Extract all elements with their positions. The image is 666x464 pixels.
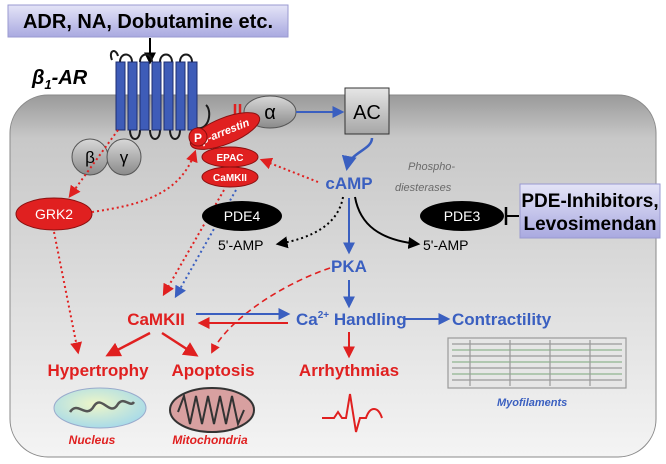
nucleus-graphic (53, 387, 147, 429)
inhibitors-line1: PDE-Inhibitors, (521, 191, 658, 212)
apoptosis-label: Apoptosis (171, 361, 254, 380)
pde4-oval (202, 201, 282, 231)
receptor-to-grk2-arrow (68, 129, 119, 198)
pka-label: PKA (331, 257, 367, 276)
arrhythmias-label: Arrhythmias (299, 361, 399, 380)
receptor-label: β1-AR (31, 67, 88, 92)
camkii-small-oval (201, 166, 259, 188)
camp-label: cAMP (325, 174, 372, 193)
phospho-p-label: P (194, 131, 202, 145)
agonist-label: ADR, NA, Dobutamine etc. (23, 11, 273, 33)
amp-right-label: 5'-AMP (423, 237, 468, 253)
camp-to-amp-right-arrow (354, 196, 421, 249)
grk2-to-arrestin-arrow (91, 149, 198, 213)
beta1-receptor (109, 50, 211, 140)
phosphodiesterases-line1: Phospho- (408, 161, 455, 173)
epac-label: EPAC (216, 153, 243, 164)
camkii-to-apoptosis-arrow (161, 331, 199, 357)
camp-to-epac-arrow (259, 157, 319, 183)
grk2-label: GRK2 (35, 206, 73, 222)
phospho-p-circle (188, 127, 208, 147)
g-gamma-label: γ (120, 148, 129, 167)
pka-to-apoptosis-arrow (211, 267, 331, 354)
camkii-small-label: CaMKII (213, 173, 247, 184)
g-alpha-label: α (264, 102, 276, 124)
ac-to-camp-arrow (341, 137, 374, 171)
camkii-to-hypertrophy-arrow (105, 331, 151, 357)
agonist-box (7, 4, 289, 38)
g-gamma-oval (106, 138, 142, 176)
amp-left-label: 5'-AMP (218, 237, 263, 253)
inhibitors-line2: Levosimendan (523, 214, 656, 235)
pde3-label: PDE3 (444, 208, 481, 224)
myofilaments-label: Myofilaments (497, 397, 567, 409)
inhibitors-box (519, 183, 661, 239)
contractility-label: Contractility (452, 310, 552, 329)
mitochondria-graphic (169, 387, 255, 433)
ac-box (344, 87, 390, 135)
grk2-oval (15, 197, 93, 231)
mitochondria-label: Mitochondria (172, 433, 248, 447)
camp-to-amp-left-arrow (275, 196, 344, 249)
camkii-label: CaMKII (127, 310, 185, 329)
phosphodiesterases-line2: diesterases (395, 182, 452, 194)
ecg-trace-icon (322, 393, 383, 433)
nucleus-label: Nucleus (69, 433, 116, 447)
grk2-to-hypertrophy-arrow (53, 231, 83, 355)
hypertrophy-label: Hypertrophy (47, 361, 149, 380)
ca-handling-label: Ca2+ Handling (296, 310, 407, 329)
ac-label: AC (353, 102, 381, 124)
pde4-label: PDE4 (224, 208, 261, 224)
beta-arrestin-oval (189, 112, 261, 150)
myofilaments-graphic (447, 337, 627, 389)
g-beta-label: β (85, 148, 95, 167)
pde3-oval (420, 201, 504, 231)
